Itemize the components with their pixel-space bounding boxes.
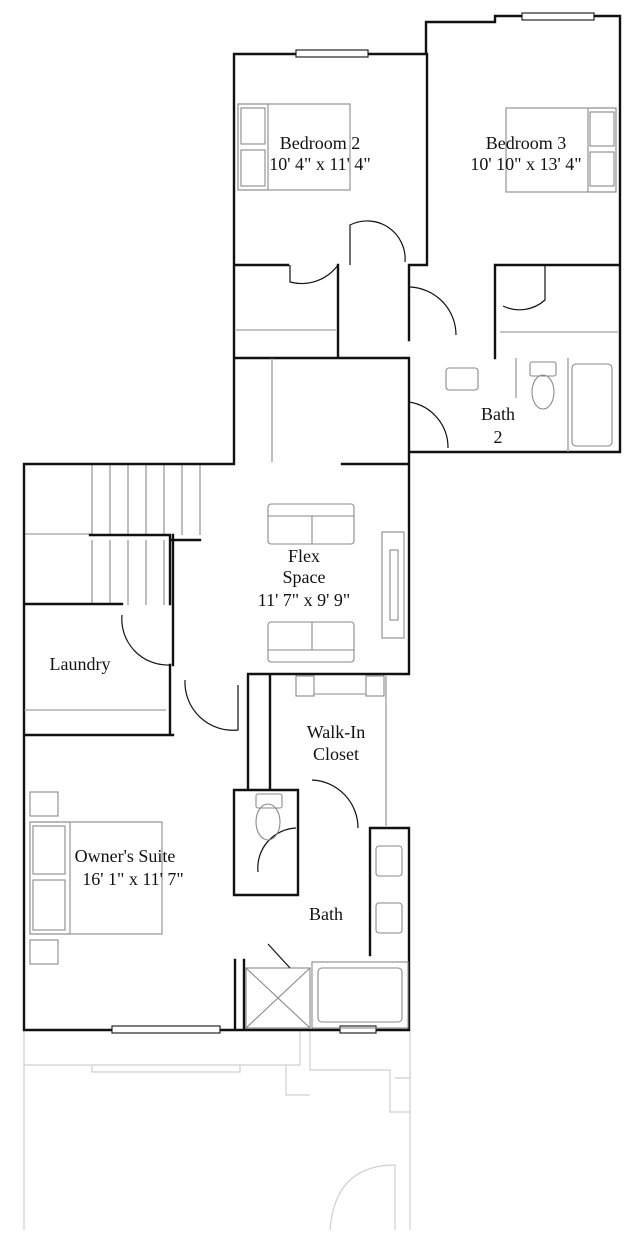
bedroom-3-label: Bedroom 3	[486, 133, 567, 153]
doors	[121, 220, 546, 873]
furniture	[24, 103, 618, 1029]
walls	[22, 14, 622, 1032]
bath-2-number: 2	[494, 427, 503, 447]
windows	[111, 12, 595, 1034]
flex-space-label-line1: Flex	[288, 546, 320, 566]
owners-suite-size: 16' 1" x 11' 7"	[82, 869, 184, 889]
bedroom-2-label: Bedroom 2	[280, 133, 361, 153]
bedroom-3-size: 10' 10" x 13' 4"	[470, 154, 581, 174]
walk-in-closet-label-line1: Walk-In	[307, 722, 366, 742]
bath-2-label: Bath	[481, 404, 515, 424]
owners-bath-label: Bath	[309, 904, 343, 924]
lower-level-outline	[23, 1030, 411, 1231]
laundry-label: Laundry	[50, 654, 111, 674]
flex-space-size: 11' 7" x 9' 9"	[258, 590, 351, 610]
owners-suite-label: Owner's Suite	[75, 846, 176, 866]
walk-in-closet-label-line2: Closet	[313, 744, 359, 764]
staircase	[24, 464, 201, 605]
flex-space-label-line2: Space	[283, 567, 326, 587]
bedroom-2-size: 10' 4" x 11' 4"	[269, 154, 371, 174]
